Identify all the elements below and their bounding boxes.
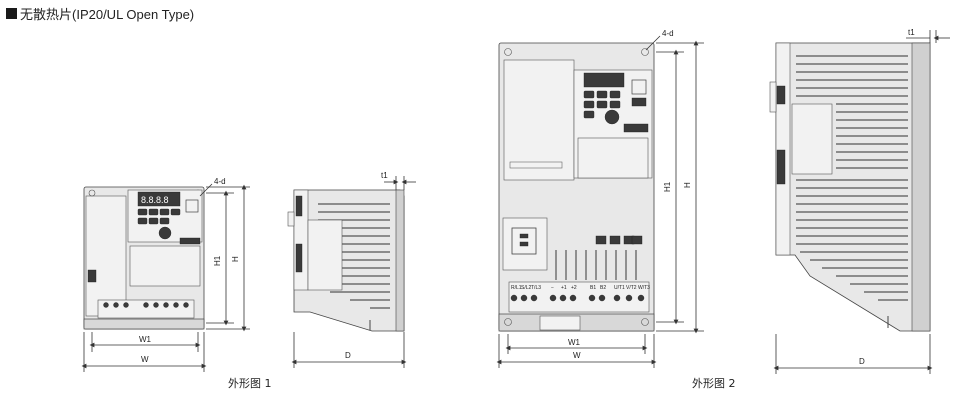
- fig2-front-view: R/L1 S/L2 T/L3 − +1 +2 B1 B2 U/T1 V/T2 W…: [498, 42, 655, 332]
- fig2-d-label: D: [859, 357, 865, 366]
- panel-display: 8.8.8.8: [141, 195, 169, 205]
- fig1-side-dimensions: D t1: [291, 171, 416, 368]
- svg-text:V/T2: V/T2: [626, 285, 637, 291]
- fig2-t1-label: t1: [908, 28, 915, 37]
- fig2-front-dimensions: W1 W H1 H 4-d: [496, 29, 704, 368]
- fig2-w-label: W: [573, 351, 581, 360]
- section-title: 无散热片(IP20/UL Open Type): [20, 7, 195, 22]
- fig2-side-dimensions: D t1: [773, 28, 950, 374]
- fig2-w1-label: W1: [568, 338, 581, 347]
- fig1-front-view: 8.8.8.8: [83, 186, 205, 330]
- svg-text:W/T3: W/T3: [638, 285, 650, 291]
- fig2-terminal-blocks: [555, 235, 643, 280]
- fig1-h-label: H: [231, 256, 240, 262]
- fig2-hole-label: 4-d: [662, 29, 674, 38]
- fig1-t1-label: t1: [381, 171, 388, 180]
- fig2-h-label: H: [683, 182, 692, 188]
- fig1-caption: 外形图 1: [228, 377, 272, 390]
- fig1-d-label: D: [345, 351, 351, 360]
- svg-text:B1: B1: [590, 285, 596, 291]
- fig1-w1-label: W1: [139, 335, 152, 344]
- fig1-h1-label: H1: [213, 255, 222, 266]
- section-header: 无散热片(IP20/UL Open Type): [6, 4, 194, 23]
- fig1-hole-label: 4-d: [214, 177, 226, 186]
- fig2-terminal-screws: [510, 294, 645, 302]
- svg-text:R/L1: R/L1: [511, 285, 522, 291]
- fig2-keypad: [583, 79, 647, 125]
- fig1-keypad: [137, 199, 199, 240]
- fig2-side-fins: [796, 55, 908, 301]
- fig2-h1-label: H1: [663, 181, 672, 192]
- fig2-terminal-labels: R/L1 S/L2 T/L3 − +1 +2 B1 B2 U/T1 V/T2 W…: [511, 285, 650, 291]
- fig1-w-label: W: [141, 355, 149, 364]
- fig1-terminals: [103, 302, 189, 308]
- svg-text:B2: B2: [600, 285, 606, 291]
- svg-text:−: −: [551, 285, 554, 291]
- svg-text:+1: +1: [561, 285, 567, 291]
- fig1-side-view: [287, 189, 405, 332]
- svg-text:S/L2: S/L2: [521, 285, 532, 291]
- svg-text:U/T1: U/T1: [614, 285, 625, 291]
- svg-text:T/L3: T/L3: [531, 285, 541, 291]
- svg-text:+2: +2: [571, 285, 577, 291]
- fig2-side-view: [769, 42, 931, 332]
- fig1-front-dimensions: W1 W H1 H 4-d: [81, 177, 250, 372]
- square-bullet-icon: [6, 8, 17, 19]
- fig2-caption: 外形图 2: [692, 377, 736, 390]
